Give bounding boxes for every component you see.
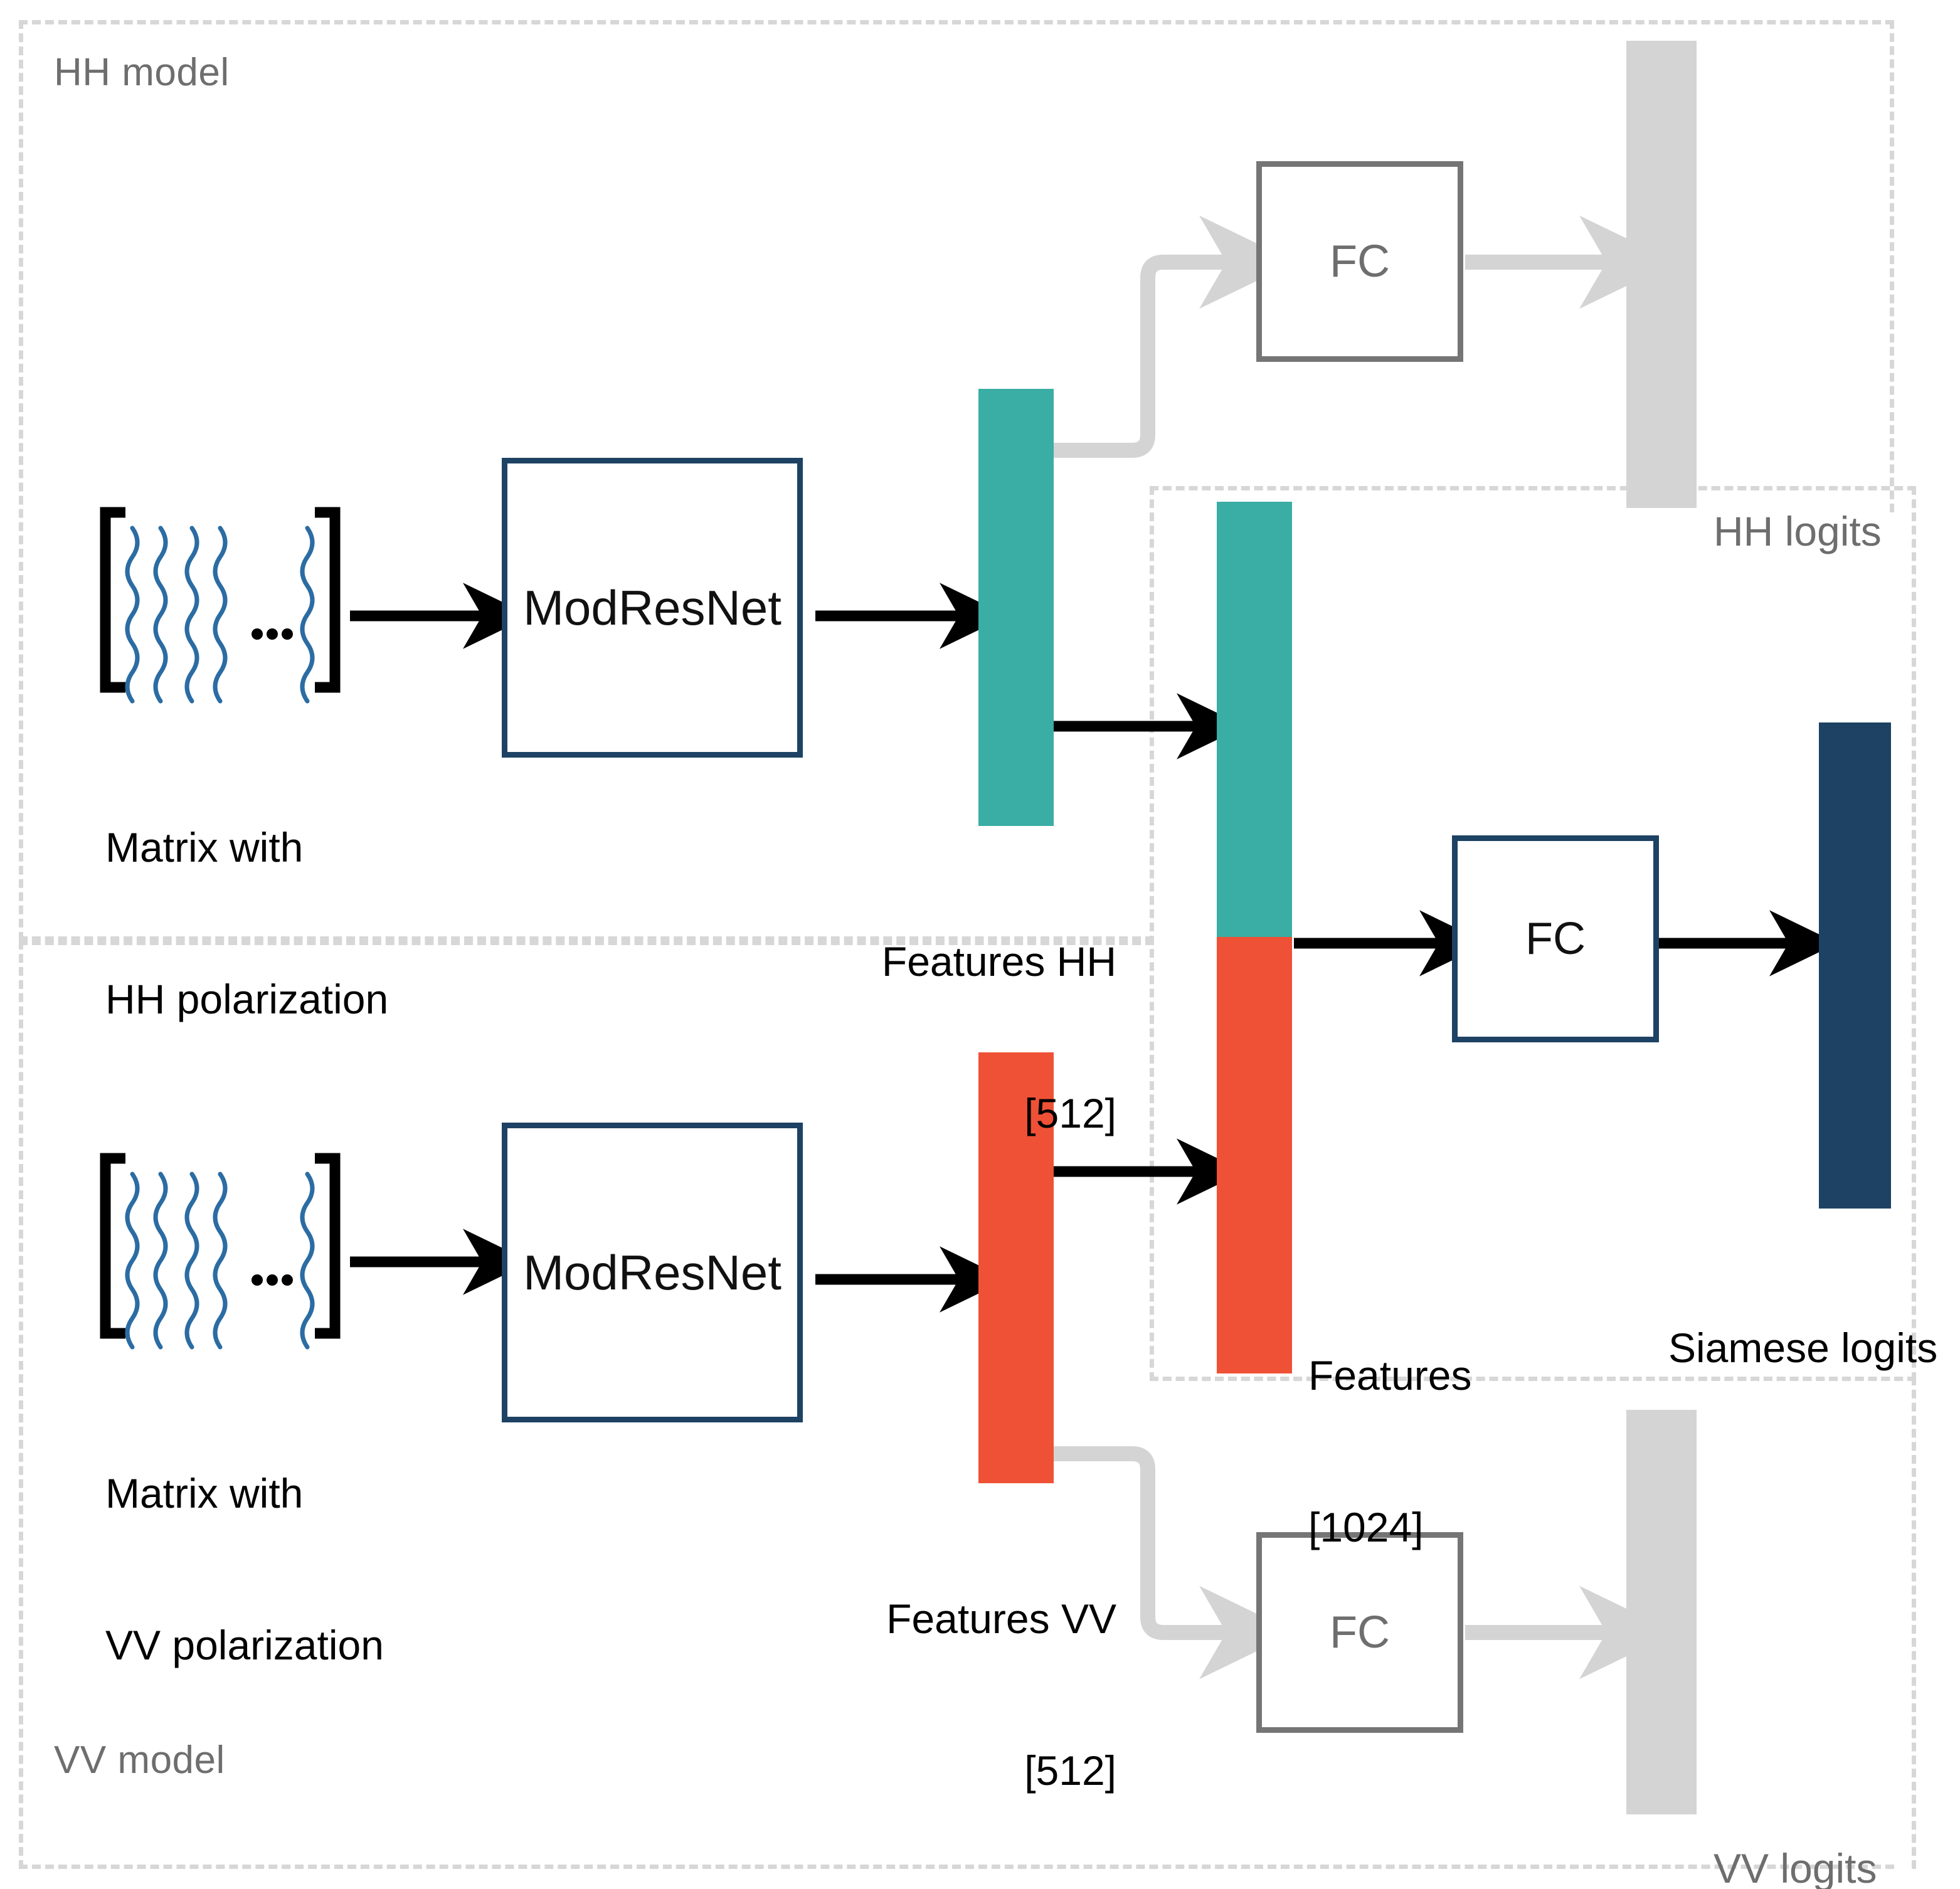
caption-features-hh-line2: [512] bbox=[1024, 1089, 1116, 1136]
group-siamese-top-seg bbox=[1150, 486, 1916, 490]
caption-matrix-hh: Matrix with HH polarization bbox=[105, 721, 388, 1125]
caption-features-hh-line1: Features HH bbox=[881, 938, 1116, 985]
block-modresnet-vv-label: ModResNet bbox=[523, 1245, 781, 1300]
tensor-logits-siamese[interactable] bbox=[1819, 722, 1891, 1209]
tensor-features-concat-hh-part[interactable] bbox=[1217, 502, 1292, 937]
tensor-features-concat-vv-part[interactable] bbox=[1217, 937, 1292, 1373]
caption-matrix-hh-line1: Matrix with bbox=[105, 824, 304, 871]
caption-logits-hh: HH logits bbox=[1714, 405, 1882, 658]
tensor-features-vv[interactable] bbox=[978, 1052, 1054, 1483]
caption-logits-vv-text: VV logits bbox=[1714, 1845, 1877, 1889]
group-vv-model bbox=[19, 941, 1894, 1869]
group-siamese-left-seg bbox=[1150, 486, 1154, 1381]
caption-logits-siamese-text: Siamese logits bbox=[1668, 1325, 1938, 1372]
caption-features-concat: Features [1024] bbox=[1308, 1249, 1471, 1653]
caption-logits-hh-text: HH logits bbox=[1714, 508, 1882, 555]
caption-matrix-vv-line1: Matrix with bbox=[105, 1470, 304, 1517]
group-vv-model-top-seg bbox=[19, 941, 1154, 945]
caption-features-concat-line2: [1024] bbox=[1308, 1503, 1424, 1550]
group-hh-model bbox=[19, 20, 1894, 941]
group-hh-model-bottom-seg bbox=[19, 936, 1154, 941]
caption-features-vv: Features VV [512] bbox=[652, 1493, 1116, 1889]
group-label-hh-model: HH model bbox=[54, 51, 230, 94]
group-vv-model-right-lower bbox=[1150, 1377, 1916, 1869]
caption-features-concat-line1: Features bbox=[1308, 1352, 1472, 1399]
block-fc-hh[interactable]: FC bbox=[1256, 161, 1463, 362]
block-fc-hh-label: FC bbox=[1330, 236, 1390, 287]
tensor-logits-hh[interactable] bbox=[1626, 41, 1697, 508]
tensor-features-hh[interactable] bbox=[978, 389, 1054, 826]
block-fc-siamese[interactable]: FC bbox=[1452, 835, 1659, 1042]
caption-features-vv-line1: Features VV bbox=[886, 1595, 1116, 1643]
block-modresnet-hh[interactable]: ModResNet bbox=[502, 458, 803, 758]
tensor-logits-vv[interactable] bbox=[1626, 1410, 1697, 1814]
block-fc-vv[interactable]: FC bbox=[1256, 1532, 1463, 1733]
group-label-vv-model: VV model bbox=[54, 1738, 225, 1782]
block-fc-siamese-label: FC bbox=[1525, 914, 1586, 964]
caption-matrix-vv: Matrix with VV polarization bbox=[105, 1367, 384, 1771]
caption-features-hh: Features HH [512] bbox=[652, 835, 1116, 1239]
caption-matrix-vv-line2: VV polarization bbox=[105, 1621, 384, 1668]
group-hh-model-right-seg bbox=[19, 20, 1894, 512]
block-modresnet-hh-label: ModResNet bbox=[523, 580, 781, 635]
caption-logits-siamese: Siamese logits bbox=[1668, 1222, 1937, 1474]
caption-features-vv-line2: [512] bbox=[1024, 1747, 1116, 1794]
caption-logits-vv: VV logits bbox=[1714, 1742, 1877, 1889]
block-modresnet-vv[interactable]: ModResNet bbox=[502, 1123, 803, 1422]
caption-matrix-hh-line2: HH polarization bbox=[105, 975, 389, 1022]
block-fc-vv-label: FC bbox=[1330, 1607, 1390, 1658]
